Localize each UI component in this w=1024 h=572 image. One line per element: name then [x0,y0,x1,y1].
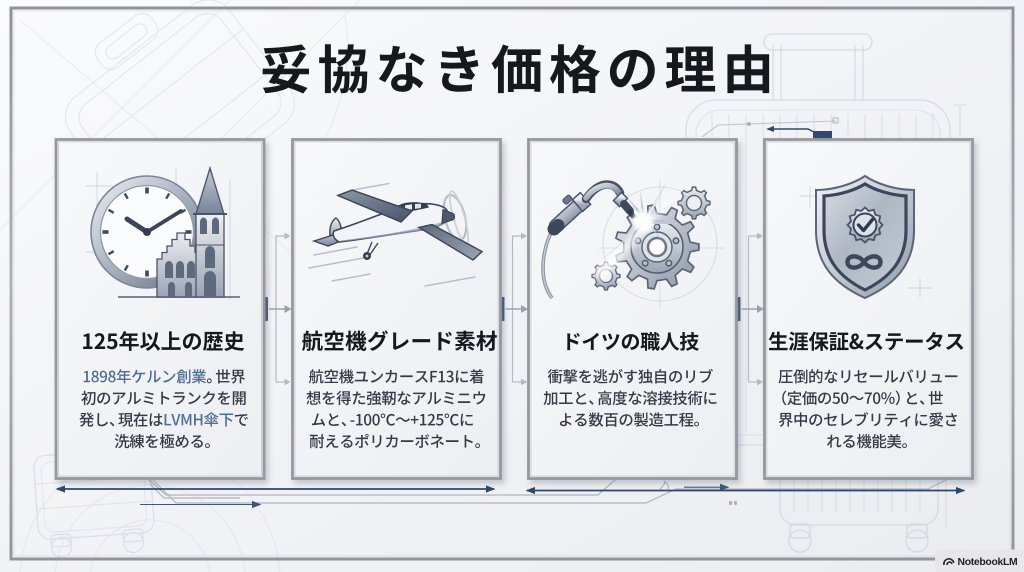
svg-text:NotebookLM: NotebookLM [958,557,1018,568]
